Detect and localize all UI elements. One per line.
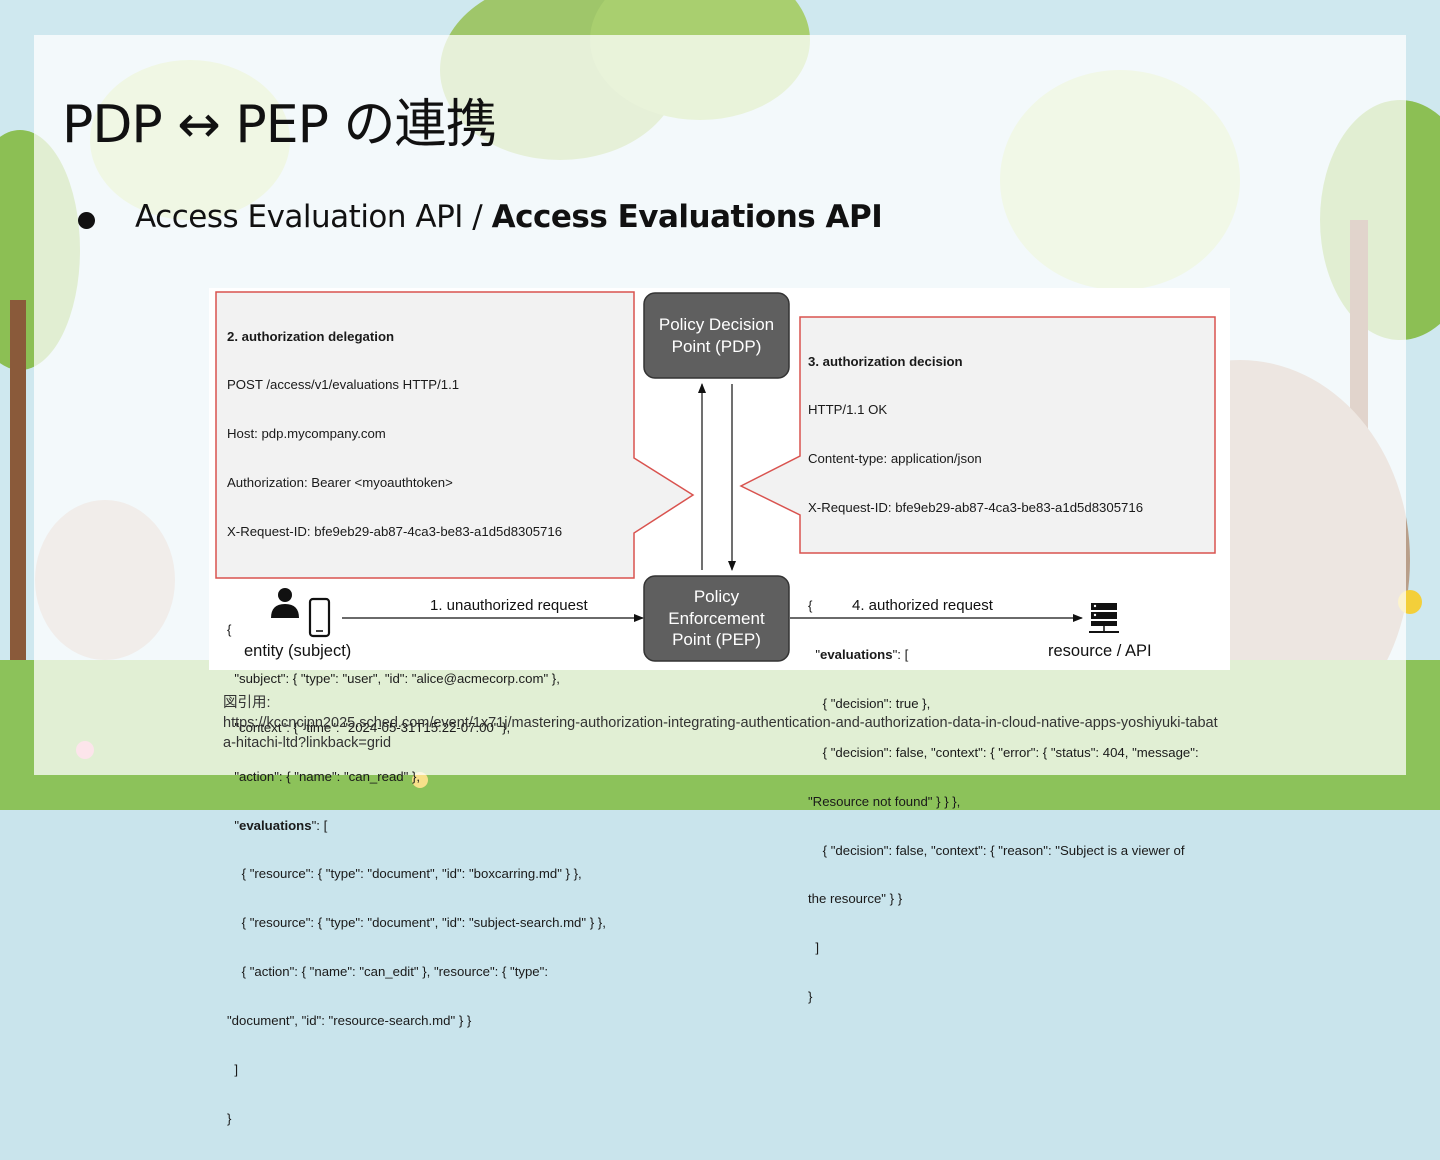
smartphone-icon (308, 597, 331, 638)
decision-line: ​ (808, 549, 1199, 565)
person-icon (271, 588, 299, 618)
authorized-request-label: 4. authorized request (852, 597, 993, 614)
citation-link[interactable]: https://kccncjpn2025.sched.com/event/1x7… (223, 715, 1218, 751)
delegation-line: { "resource": { "type": "document", "id"… (227, 915, 606, 931)
delegation-line: "context": { "time": "2024-05-31T15:22-0… (227, 719, 511, 735)
bullet-item: Access Evaluation API / Access Evaluatio… (135, 199, 883, 235)
pdp-node (643, 292, 790, 379)
delegation-line: ​ (227, 573, 606, 589)
diagram-shapes (215, 291, 1216, 662)
pep-label-line: Point (PEP) (672, 630, 761, 649)
bullet-text-normal: Access Evaluation API / (135, 199, 492, 235)
resource-label: resource / API (1048, 642, 1152, 660)
pdp-label: Policy Decision Point (PDP) (644, 314, 789, 357)
figure-citation: 図引用: https://kccncjpn2025.sched.com/even… (223, 693, 1223, 753)
pep-label: Policy Enforcement Point (PEP) (644, 586, 789, 651)
slide-title: PDP ↔ PEP の連携 (62, 95, 497, 155)
delegation-line: { "resource": { "type": "document", "id"… (227, 866, 582, 882)
decision-line: "Resource not found" } } }, (808, 793, 961, 809)
delegation-line: "subject": { "type": "user", "id": "alic… (227, 670, 560, 686)
pep-label-line: Enforcement (668, 608, 765, 628)
delegation-line: "action": { "name": "can_read" }, (227, 768, 421, 784)
decision-line: ] (808, 940, 819, 956)
delegation-line: { (227, 621, 232, 637)
pdp-label-line: Policy Decision (658, 315, 775, 334)
decision-line: } (808, 989, 813, 1005)
decision-line: { "decision": false, "context": { "reaso… (808, 842, 1185, 858)
entity-label: entity (subject) (244, 642, 352, 660)
delegation-line: "evaluations": [ (227, 817, 328, 833)
pep-label-line: Policy (693, 587, 740, 606)
delegation-line: ] (227, 1061, 238, 1077)
delegation-line: } (227, 1110, 232, 1126)
decision-line: { (808, 598, 813, 614)
unauthorized-request-label: 1. unauthorized request (430, 597, 588, 614)
bullet-marker (78, 212, 95, 229)
decision-line: HTTP/1.1 OK (808, 402, 888, 418)
decision-line: { "decision": false, "context": { "error… (808, 744, 1199, 760)
decision-line: the resource" } } (808, 891, 903, 907)
delegation-line: "document", "id": "resource-search.md" }… (227, 1013, 472, 1029)
delegation-line: { "action": { "name": "can_edit" }, "res… (227, 964, 548, 980)
bullet-text-bold: Access Evaluations API (491, 199, 883, 235)
pdp-label-line: Point (PDP) (671, 336, 762, 356)
decision-heading: 3. authorization decision (808, 353, 963, 369)
pep-node (643, 575, 790, 662)
delegation-callout (215, 291, 695, 579)
citation-label: 図引用: (223, 695, 271, 711)
decision-line: "evaluations": [ (808, 646, 909, 662)
server-icon (1089, 603, 1119, 633)
decision-line: X-Request-ID: bfe9eb29-ab87-4ca3-be83-a1… (808, 500, 1144, 516)
delegation-line: POST /access/v1/evaluations HTTP/1.1 (227, 377, 460, 393)
decision-line: { "decision": true }, (808, 695, 931, 711)
decision-callout (739, 316, 1216, 554)
delegation-line: X-Request-ID: bfe9eb29-ab87-4ca3-be83-a1… (227, 524, 563, 540)
authorization-flow-diagram: 2. authorization delegation POST /access… (209, 288, 1230, 1126)
decision-response-text: 3. authorization decision HTTP/1.1 OK Co… (808, 321, 1199, 1038)
delegation-line: Host: pdp.mycompany.com (227, 426, 386, 442)
delegation-line: Authorization: Bearer <myoauthtoken> (227, 475, 453, 491)
decision-line: Content-type: application/json (808, 451, 982, 467)
delegation-heading: 2. authorization delegation (227, 328, 395, 344)
